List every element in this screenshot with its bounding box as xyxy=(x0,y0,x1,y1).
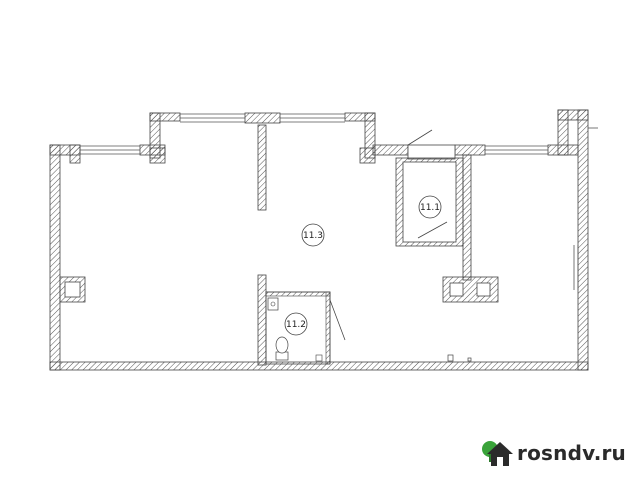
entrance-door xyxy=(407,129,456,160)
room-label-11-3: 11.3 xyxy=(303,231,323,241)
room-label-11-2: 11.2 xyxy=(286,320,306,330)
watermark-text: rosndv.ru xyxy=(517,441,626,465)
small-fixtures xyxy=(447,354,472,362)
house-with-tree-icon xyxy=(482,441,514,466)
watermark-link[interactable]: rosndv.ru xyxy=(481,438,626,468)
exterior-walls xyxy=(49,109,589,371)
room-labels: 11.3 11.1 11.2 xyxy=(284,195,442,336)
floor-plan: 11.3 11.1 11.2 xyxy=(49,109,598,371)
room-11-2 xyxy=(265,291,346,365)
windows xyxy=(80,113,598,290)
room-label-11-1: 11.1 xyxy=(420,203,440,213)
columns-inner xyxy=(64,281,491,298)
